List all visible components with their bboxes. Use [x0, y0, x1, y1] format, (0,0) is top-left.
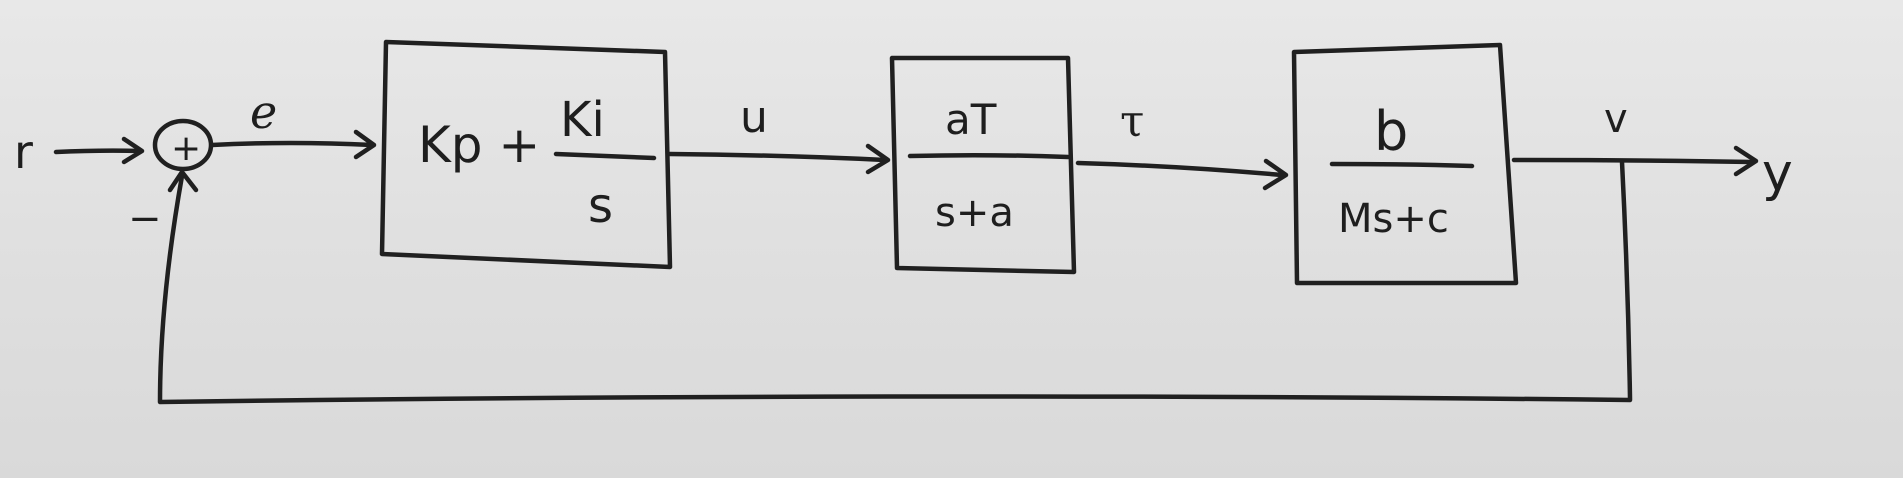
torque-arrow-head — [1262, 158, 1289, 191]
controller-integral-numerator: Ki — [560, 92, 605, 148]
feedback-path-line — [157, 159, 1633, 405]
error-signal-label: e — [250, 85, 277, 139]
actuator-block — [889, 55, 1077, 275]
reference-arrow-line — [53, 148, 143, 155]
feedback-arrow-head — [167, 169, 199, 193]
error-arrow-line — [209, 140, 375, 148]
torque-arrow-line — [1075, 160, 1285, 178]
controller-block — [379, 39, 673, 270]
plant-numerator: b — [1374, 100, 1408, 163]
summing-junction-plus: + — [171, 128, 201, 169]
output-arrow-line — [1511, 157, 1755, 165]
plant-denominator: Ms+c — [1338, 196, 1449, 242]
controller-fraction-bar — [553, 151, 657, 161]
plant-fraction-bar — [1329, 161, 1475, 169]
reference-arrow-head — [121, 136, 145, 165]
actuator-denominator: s+a — [935, 190, 1014, 236]
control-arrow-line — [667, 151, 888, 163]
output-arrow-head — [1733, 145, 1759, 177]
reference-signal-label: r — [14, 125, 33, 179]
actuator-fraction-bar — [907, 152, 1071, 160]
velocity-signal-label: v — [1604, 96, 1628, 142]
actuator-numerator: aT — [945, 95, 997, 144]
controller-proportional-term: Kp + — [418, 116, 540, 174]
torque-signal-label: τ — [1120, 96, 1144, 147]
feedback-sign-label: − — [128, 196, 162, 242]
controller-integral-denominator: s — [588, 178, 613, 234]
control-arrow-head — [865, 143, 891, 175]
control-signal-label: u — [740, 92, 768, 143]
error-arrow-head — [353, 129, 377, 160]
plant-block — [1291, 42, 1519, 286]
output-signal-label: y — [1762, 143, 1793, 203]
